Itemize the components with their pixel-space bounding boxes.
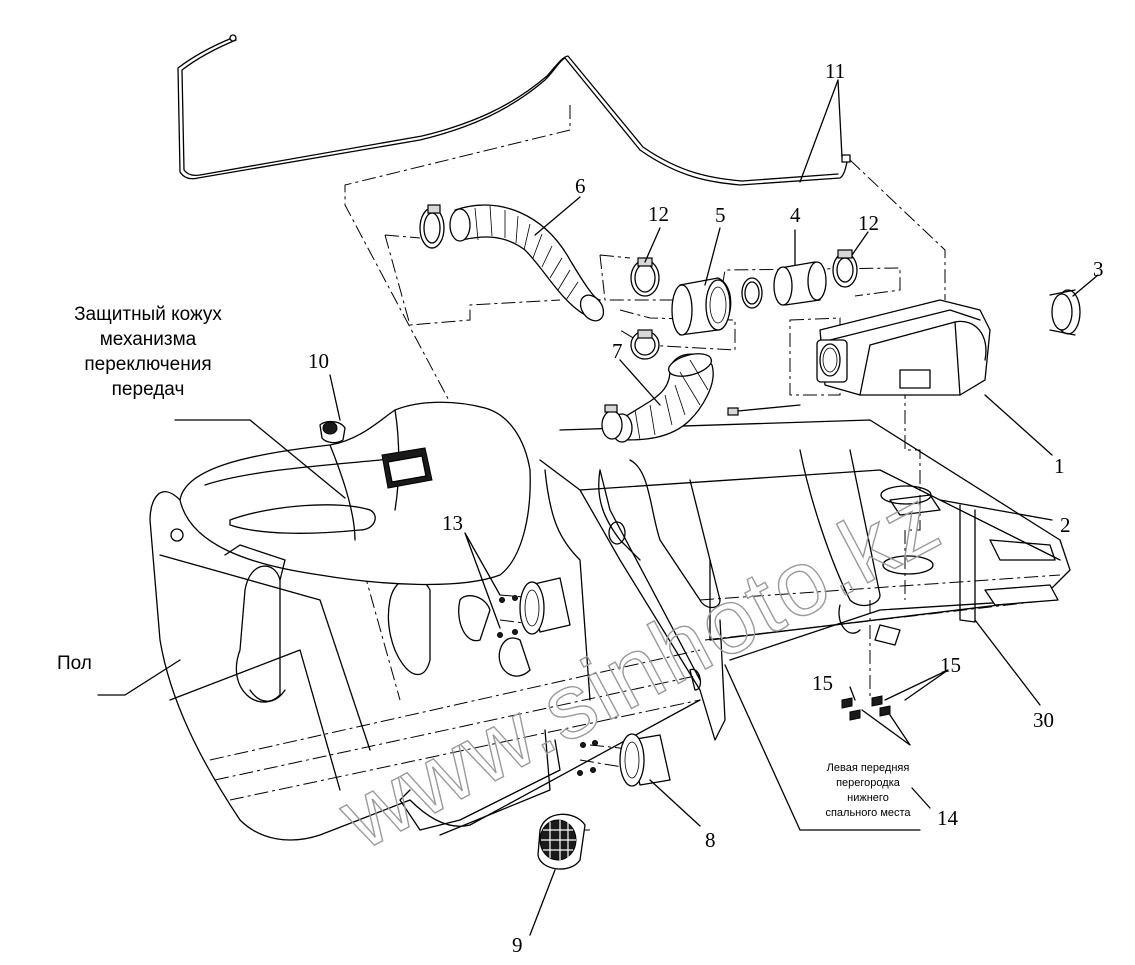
label-partition: Левая передняя перегородка нижнего спаль… xyxy=(825,762,911,819)
callout-15b: 15 xyxy=(940,653,961,677)
callout-5: 5 xyxy=(715,203,726,227)
callout-15a: 15 xyxy=(812,671,833,695)
callout-11: 11 xyxy=(825,59,845,83)
label-shift-cover-line4: передач xyxy=(112,379,185,400)
hose-6 xyxy=(449,204,605,322)
leader-lines xyxy=(97,79,1099,936)
callout-30: 30 xyxy=(1033,708,1054,732)
adapter-3 xyxy=(1049,289,1081,336)
callout-6: 6 xyxy=(575,174,586,198)
plug-10 xyxy=(319,420,346,444)
callout-9: 9 xyxy=(512,933,523,957)
heater-unit xyxy=(727,299,991,416)
callout-12b: 12 xyxy=(858,211,879,235)
connector-5 xyxy=(671,277,732,336)
cab-floor xyxy=(149,419,1071,841)
callout-numbers: 1 2 3 4 5 6 7 8 9 10 11 12 12 13 14 15 1… xyxy=(308,59,1104,957)
label-shift-cover-line3: переключения xyxy=(84,354,211,375)
shift-mechanism-cover xyxy=(170,401,531,586)
callout-13: 13 xyxy=(442,511,463,535)
label-shift-cover-line1: Защитный кожух xyxy=(74,304,222,325)
sleeve-4 xyxy=(773,261,827,306)
callout-2: 2 xyxy=(1060,513,1071,537)
hose-7 xyxy=(611,353,714,443)
vent-13 xyxy=(497,577,598,776)
label-partition-line1: Левая передняя xyxy=(827,762,910,774)
callout-10: 10 xyxy=(308,349,329,373)
vent-grille-9 xyxy=(537,813,586,870)
label-partition-line3: нижнего xyxy=(847,792,889,804)
callout-7: 7 xyxy=(612,339,623,363)
vent-8 xyxy=(619,733,671,787)
label-shift-cover-line2: механизма xyxy=(100,329,197,350)
label-partition-line2: перегородка xyxy=(836,777,901,789)
label-shift-cover: Защитный кожух механизма переключения пе… xyxy=(74,304,222,400)
callout-8: 8 xyxy=(705,828,716,852)
label-floor: Пол xyxy=(57,653,92,674)
callout-1: 1 xyxy=(1054,454,1065,478)
callout-3: 3 xyxy=(1093,257,1104,281)
callout-14: 14 xyxy=(937,806,959,830)
clamps xyxy=(419,204,858,440)
fasteners-15 xyxy=(841,695,891,721)
label-partition-line4: спального места xyxy=(825,807,911,819)
callout-12a: 12 xyxy=(648,202,669,226)
fuel-line xyxy=(177,34,851,186)
callout-4: 4 xyxy=(790,203,801,227)
